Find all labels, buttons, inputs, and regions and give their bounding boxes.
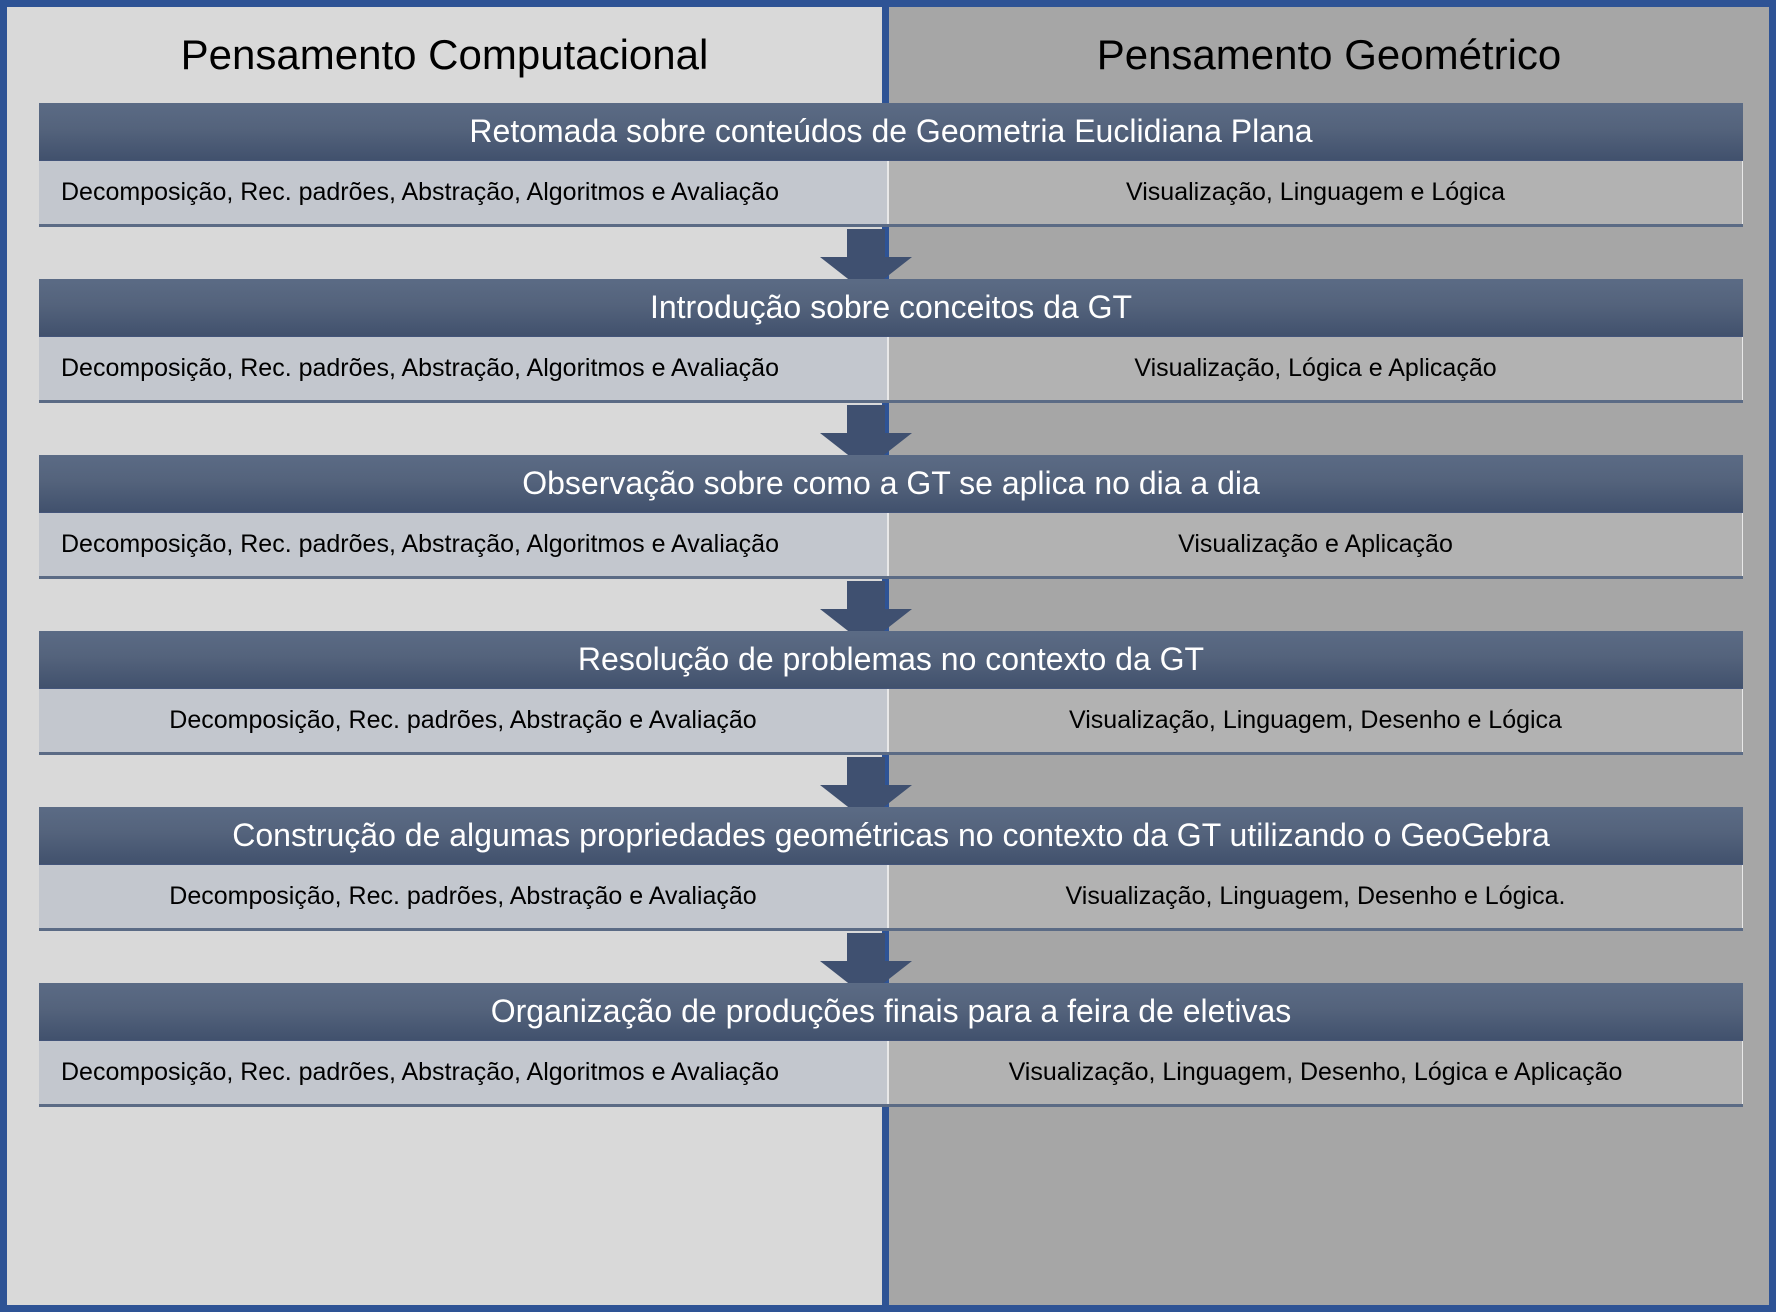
column-header-geometric: Pensamento Geométrico [1096,31,1562,78]
stage-5-computational-skills: Decomposição, Rec. padrões, Abstração e … [39,865,889,928]
stage-body-4: Decomposição, Rec. padrões, Abstração e … [39,689,1743,755]
down-arrow-icon-2 [820,405,912,469]
column-header-computational: Pensamento Computacional [180,31,709,78]
stage-title-1: Retomada sobre conteúdos de Geometria Eu… [39,103,1743,161]
down-arrow-icon-4 [820,757,912,821]
down-arrow-icon-1 [820,229,912,293]
stage-1-geometric-skills: Visualização, Linguagem e Lógica [889,161,1743,224]
down-arrow-icon-5 [820,933,912,997]
stage-body-3: Decomposição, Rec. padrões, Abstração, A… [39,513,1743,579]
stage-title-4: Resolução de problemas no contexto da GT [39,631,1743,689]
stage-2-geometric-skills: Visualização, Lógica e Aplicação [889,337,1743,400]
stage-5-geometric-skills: Visualização, Linguagem, Desenho e Lógic… [889,865,1743,928]
stage-block-3: Observação sobre como a GT se aplica no … [39,455,1743,579]
stage-title-5: Construção de algumas propriedades geomé… [39,807,1743,865]
stage-4-computational-skills: Decomposição, Rec. padrões, Abstração e … [39,689,889,752]
stage-block-2: Introdução sobre conceitos da GT Decompo… [39,279,1743,403]
stage-6-computational-skills: Decomposição, Rec. padrões, Abstração, A… [39,1041,889,1104]
stage-body-2: Decomposição, Rec. padrões, Abstração, A… [39,337,1743,403]
stage-block-6: Organização de produções finais para a f… [39,983,1743,1107]
stage-3-computational-skills: Decomposição, Rec. padrões, Abstração, A… [39,513,889,576]
stage-1-computational-skills: Decomposição, Rec. padrões, Abstração, A… [39,161,889,224]
stage-title-3: Observação sobre como a GT se aplica no … [39,455,1743,513]
stage-4-geometric-skills: Visualização, Linguagem, Desenho e Lógic… [889,689,1743,752]
stage-body-6: Decomposição, Rec. padrões, Abstração, A… [39,1041,1743,1107]
stage-title-6: Organização de produções finais para a f… [39,983,1743,1041]
stage-body-1: Decomposição, Rec. padrões, Abstração, A… [39,161,1743,227]
stage-block-4: Resolução de problemas no contexto da GT… [39,631,1743,755]
stage-2-computational-skills: Decomposição, Rec. padrões, Abstração, A… [39,337,889,400]
stage-title-2: Introdução sobre conceitos da GT [39,279,1743,337]
down-arrow-icon-3 [820,581,912,645]
stage-3-geometric-skills: Visualização e Aplicação [889,513,1743,576]
stage-body-5: Decomposição, Rec. padrões, Abstração e … [39,865,1743,931]
stage-block-1: Retomada sobre conteúdos de Geometria Eu… [39,103,1743,227]
stage-6-geometric-skills: Visualização, Linguagem, Desenho, Lógica… [889,1041,1743,1104]
stage-block-5: Construção de algumas propriedades geomé… [39,807,1743,931]
